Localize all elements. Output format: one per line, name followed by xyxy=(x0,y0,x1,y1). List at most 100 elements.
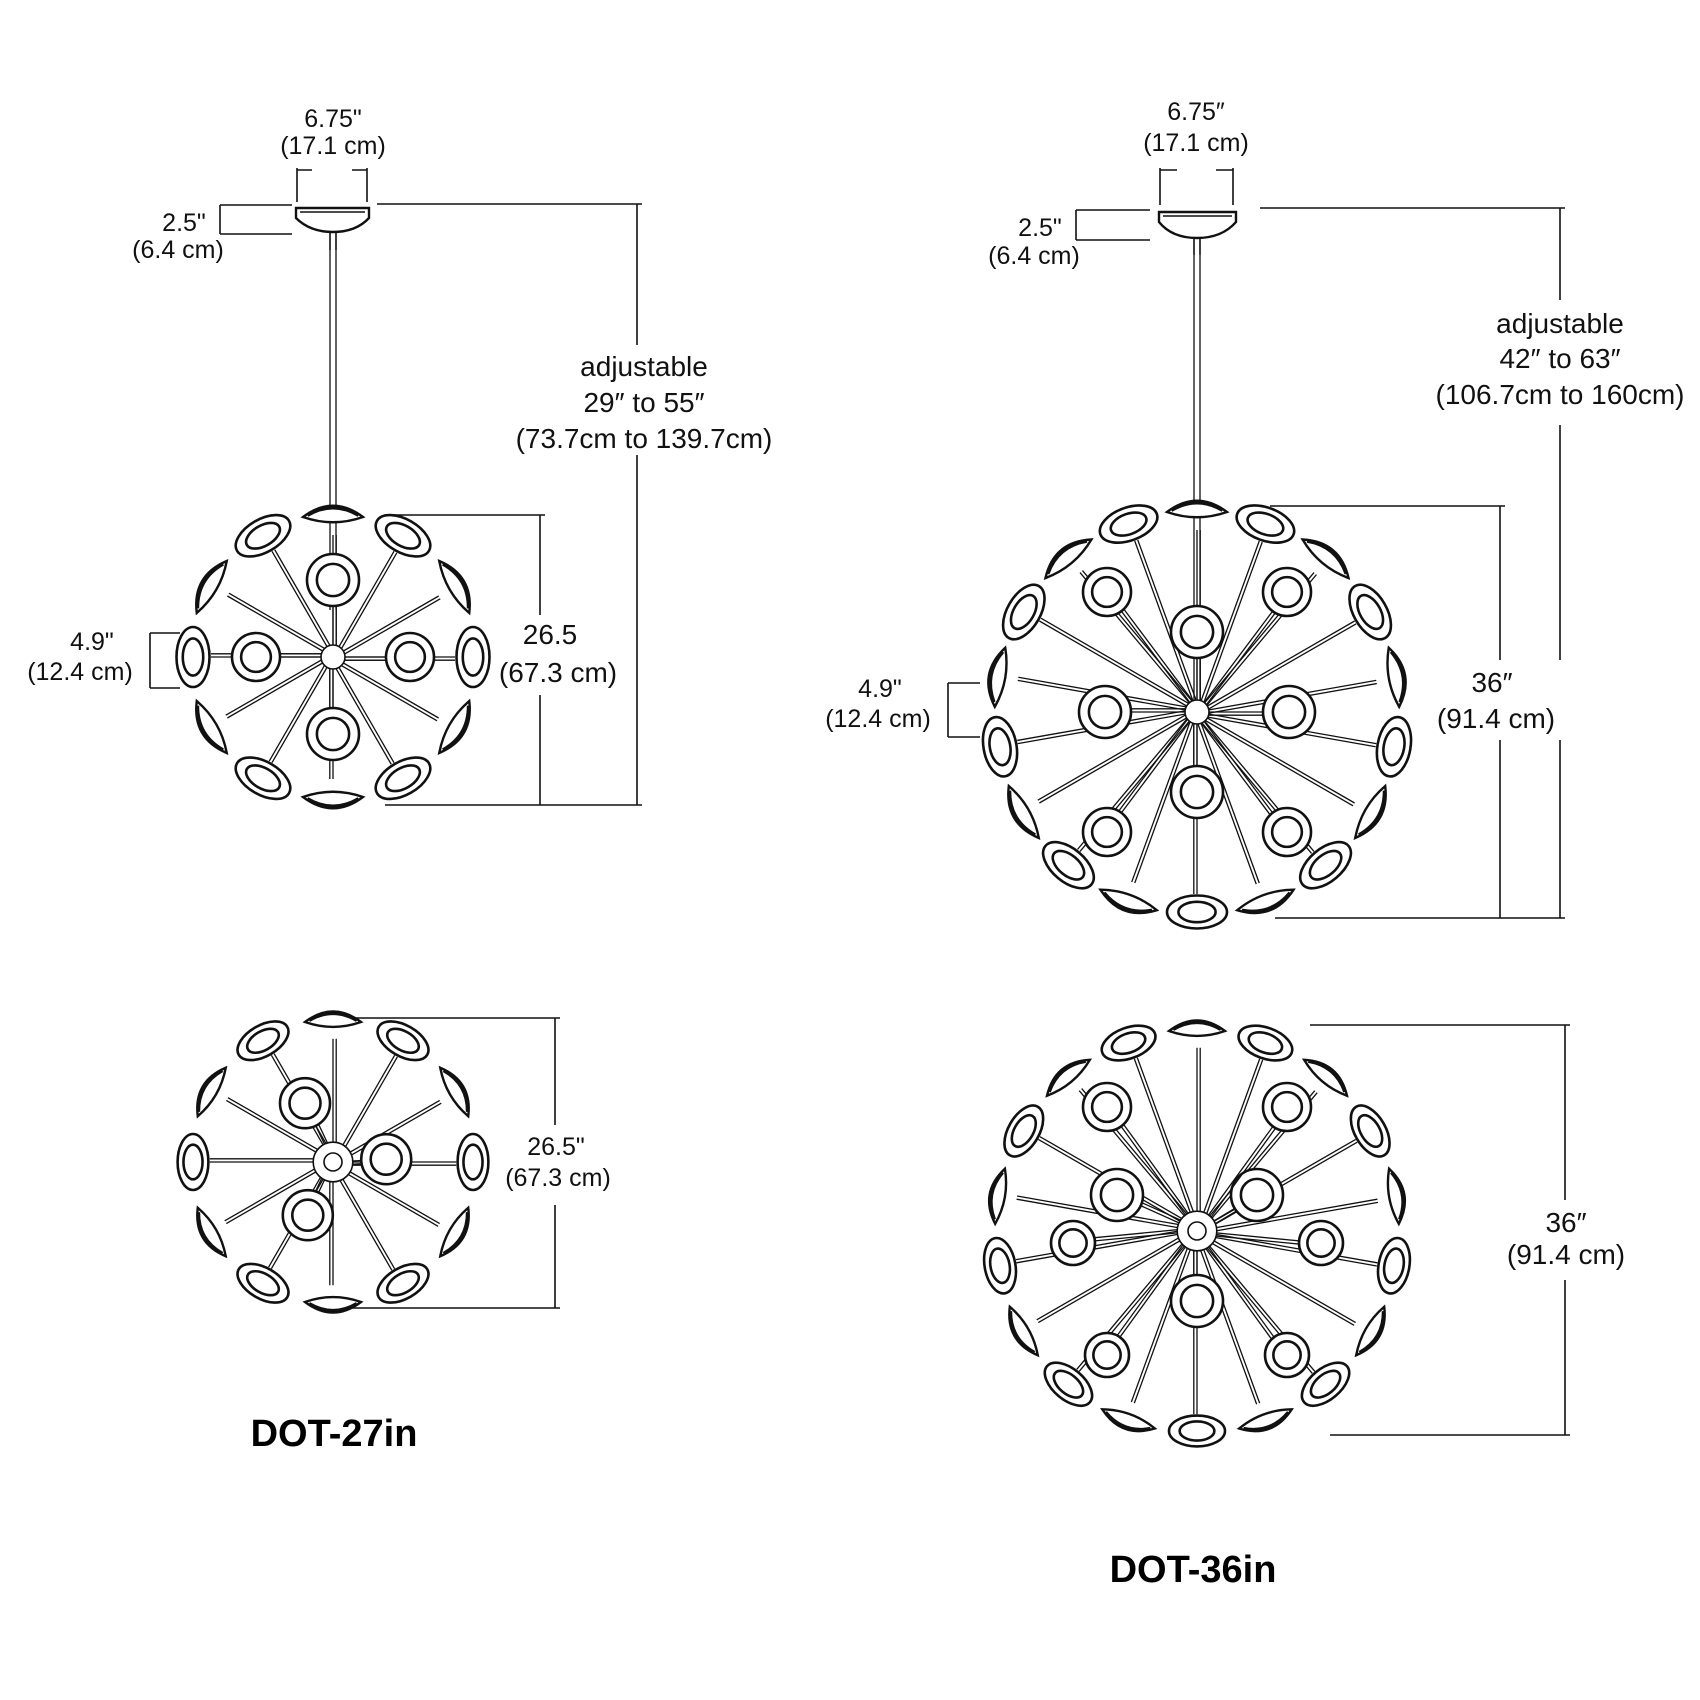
shade-dish xyxy=(1007,783,1041,840)
shade-cup xyxy=(456,1132,490,1192)
shade-cup xyxy=(981,715,1019,778)
dot36-side-diameter-imperial: 36″ xyxy=(1471,667,1512,698)
shade-cup xyxy=(1003,1104,1045,1158)
shade-front xyxy=(1081,566,1133,618)
dot36-top-diameter-metric: (91.4 cm) xyxy=(1507,1239,1625,1270)
dot27-side-diameter-imperial: 26.5 xyxy=(523,619,578,650)
shade-front xyxy=(1169,764,1225,820)
dot36-canopy xyxy=(1157,210,1238,240)
shade-front xyxy=(305,706,361,762)
shade-front xyxy=(278,1076,332,1130)
dot36-shade-size-metric: (12.4 cm) xyxy=(825,705,931,733)
shade-cup xyxy=(1041,840,1096,890)
dot27-model-name: DOT-27in xyxy=(251,1413,418,1455)
dot27-canopy-width-dimension xyxy=(296,168,368,202)
shade-cup xyxy=(982,1236,1018,1295)
shade-cup xyxy=(1165,894,1229,930)
shade-front xyxy=(1081,1081,1133,1133)
dot27-canopy-height-imperial: 2.5" xyxy=(162,209,206,237)
shade-front xyxy=(1081,806,1133,858)
shade-cup xyxy=(376,1262,430,1304)
dot27-top-diameter-metric: (67.3 cm) xyxy=(505,1164,611,1192)
shade-cup xyxy=(1349,1104,1391,1158)
hub xyxy=(323,1152,343,1172)
shade-cup xyxy=(175,625,211,689)
shade-front xyxy=(230,631,282,683)
shade-dish xyxy=(437,559,471,616)
dot27-shade-size-dimension xyxy=(149,632,180,689)
shade-dish xyxy=(1300,538,1351,580)
dot27-overall-label: adjustable xyxy=(580,351,708,382)
shade-cup xyxy=(234,513,292,558)
dot36-side-diameter-metric: (91.4 cm) xyxy=(1437,703,1555,734)
dot36-sphere xyxy=(981,499,1413,930)
shade-front xyxy=(1083,1331,1131,1379)
shade-dish xyxy=(1164,499,1230,519)
shade-front xyxy=(384,631,436,683)
shade-front xyxy=(1297,1219,1345,1267)
shade-dish xyxy=(1386,645,1407,710)
shade-dish xyxy=(1008,1304,1040,1358)
shade-dish xyxy=(437,698,471,755)
shade-dish xyxy=(1043,538,1094,580)
shade-dish xyxy=(1236,1408,1294,1433)
shade-cup xyxy=(374,756,432,801)
shade-cup xyxy=(1235,504,1296,544)
dot36-shade-size-imperial: 4.9" xyxy=(858,675,902,703)
dot27-canopy-height-dimension xyxy=(219,204,292,235)
dot27-shade-size-metric: (12.4 cm) xyxy=(27,658,133,686)
dot36-overall-imperial: 42″ to 63″ xyxy=(1499,343,1620,374)
dot36-side-view: 6.75″ (17.1 cm) 2.5" (6.4 cm) adjustable… xyxy=(825,98,1700,930)
shade-dish xyxy=(1386,1166,1406,1227)
shade-dish xyxy=(302,1010,364,1029)
dot27-overall-metric: (73.7cm to 139.7cm) xyxy=(516,423,773,454)
shade-dish xyxy=(1098,888,1160,915)
shade-dish xyxy=(300,790,366,810)
shade-front xyxy=(1169,1273,1225,1329)
shade-dish xyxy=(1353,783,1387,840)
shade-dish xyxy=(196,1065,228,1119)
shade-cup xyxy=(234,756,292,801)
hub xyxy=(320,644,346,670)
shade-front xyxy=(1261,566,1313,618)
shade-front xyxy=(1263,1331,1311,1379)
shade-cup xyxy=(1300,1361,1351,1408)
shade-cup xyxy=(1001,583,1046,641)
shade-dish xyxy=(438,1065,470,1119)
dot27-shade-size-imperial: 4.9" xyxy=(70,628,114,656)
shade-front xyxy=(305,552,361,608)
shade-dish xyxy=(987,645,1008,710)
dot27-canopy-width-metric: (17.1 cm) xyxy=(280,132,386,160)
dot27-top-diameter-imperial: 26.5" xyxy=(527,1133,585,1161)
dot36-canopy-height-imperial: 2.5" xyxy=(1018,214,1062,242)
dot36-overall-metric: (106.7cm to 160cm) xyxy=(1436,379,1685,410)
shade-cup xyxy=(176,1132,210,1192)
shade-front xyxy=(1169,604,1225,660)
shade-front xyxy=(359,1132,413,1186)
dot36-overall-label: adjustable xyxy=(1496,308,1624,339)
shade-cup xyxy=(1098,504,1159,544)
dot27-side-view: 6.75" (17.1 cm) 2.5" (6.4 cm) adjustable… xyxy=(27,105,790,810)
shade-cup xyxy=(1375,715,1413,778)
shade-cup xyxy=(236,1020,290,1062)
hub xyxy=(1184,699,1210,725)
shade-front xyxy=(1261,806,1313,858)
dot36-top-sphere xyxy=(982,1019,1412,1448)
dot36-top-diameter-imperial: 36″ xyxy=(1545,1207,1586,1238)
shade-front xyxy=(1261,1081,1313,1133)
dot27-top-view: 26.5" (67.3 cm) DOT-27in xyxy=(176,1010,625,1455)
shade-cup xyxy=(374,513,432,558)
shade-dish xyxy=(1234,888,1296,915)
shade-dish xyxy=(988,1166,1008,1227)
dot27-overall-height-dimension xyxy=(377,203,642,806)
dot36-top-view: 36″ (91.4 cm) DOT-36in xyxy=(982,1019,1640,1591)
dot36-shade-size-dimension xyxy=(947,682,980,738)
shade-dish xyxy=(300,504,366,524)
shade-dish xyxy=(195,559,229,616)
dot27-canopy-width-imperial: 6.75" xyxy=(304,105,362,133)
shade-front xyxy=(1049,1219,1097,1267)
shade-front xyxy=(1077,684,1133,740)
dot27-canopy xyxy=(294,206,371,234)
shade-cup xyxy=(455,625,491,689)
